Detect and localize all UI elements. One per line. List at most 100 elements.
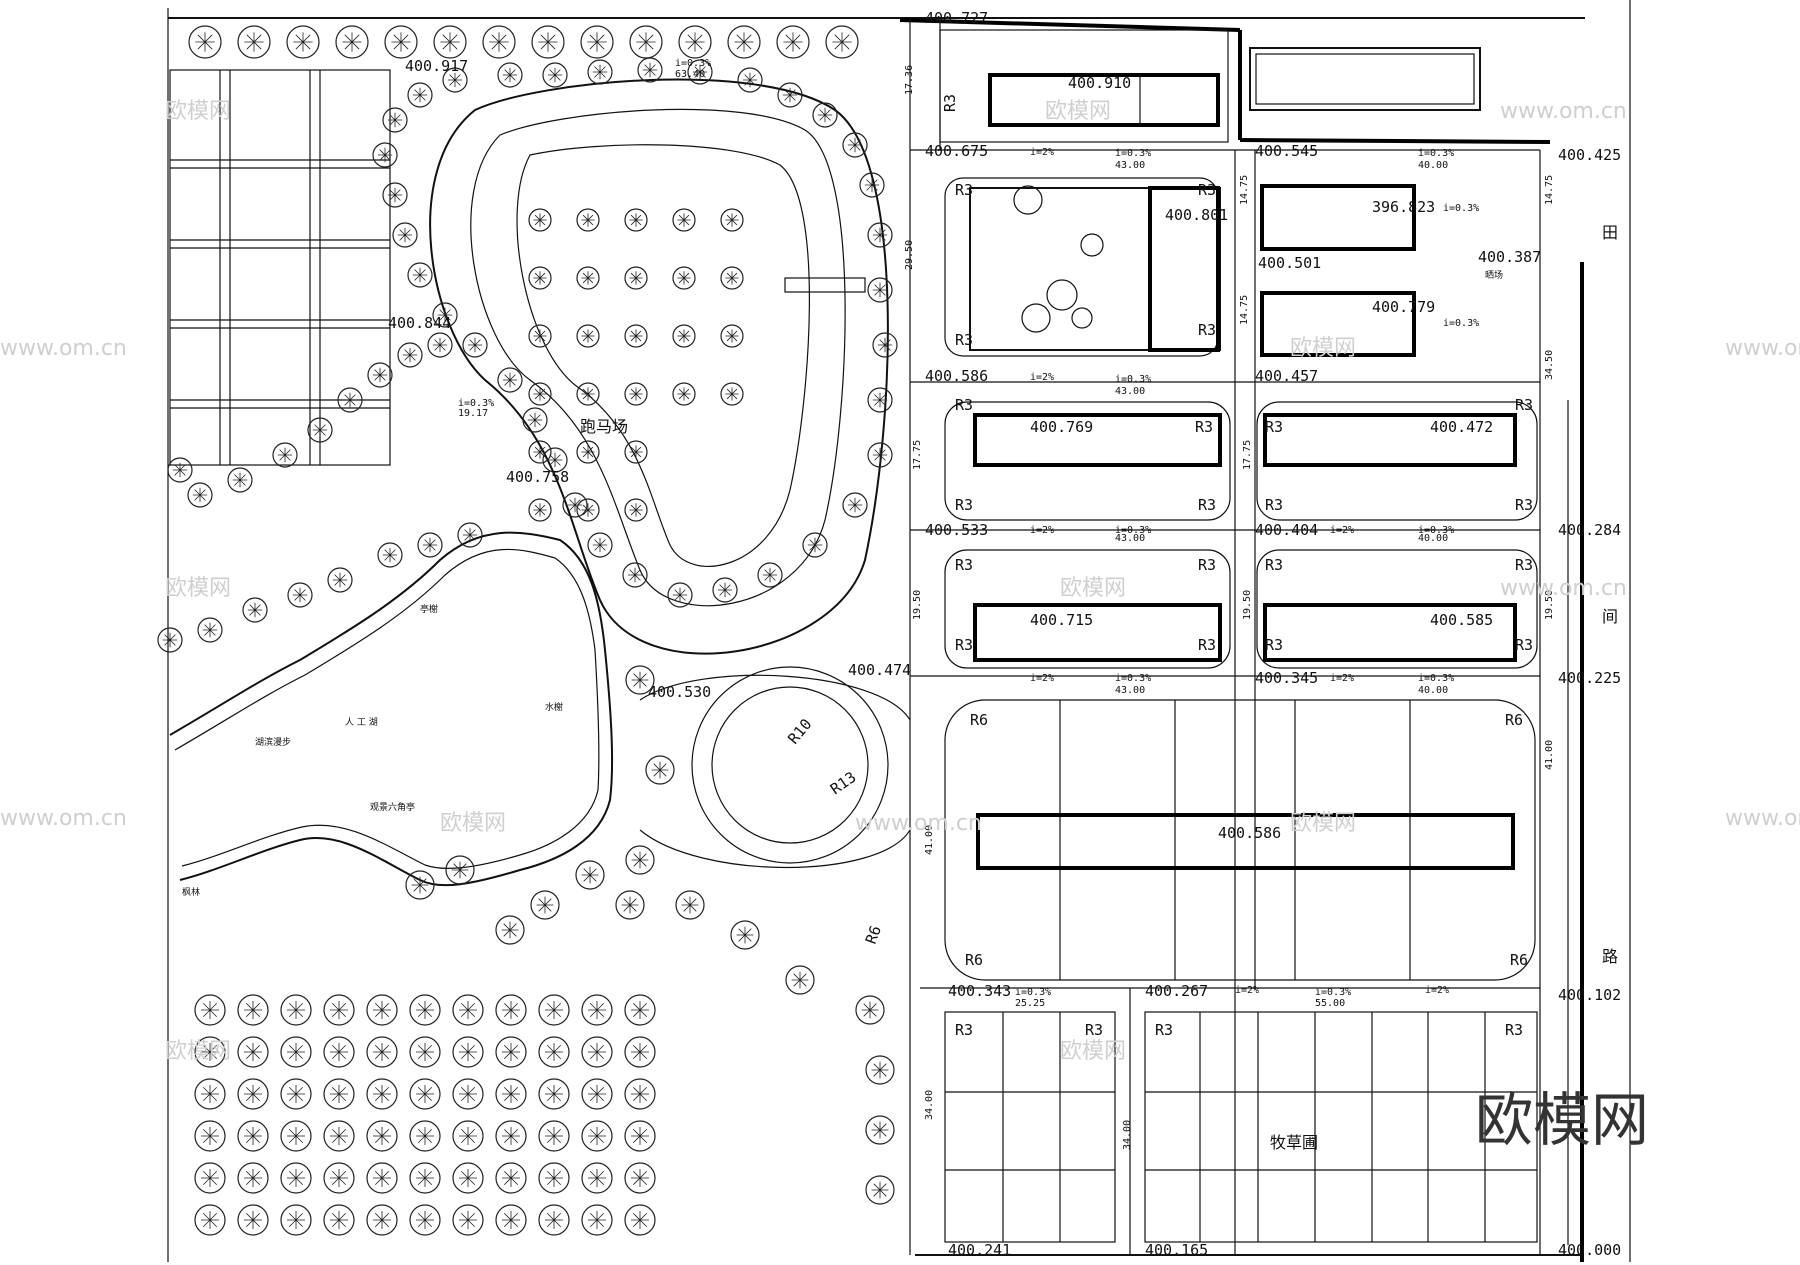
tree-icon [337, 387, 363, 413]
tree-branches [244, 1001, 262, 1019]
tree-branches [725, 213, 739, 227]
tree-canopies [157, 25, 898, 1236]
tree-icon [497, 367, 523, 393]
label-hex-pavilion: 观景六角亭 [370, 801, 415, 813]
radius-label: R3 [1265, 556, 1283, 574]
radius-label: R3 [1198, 556, 1216, 574]
tree-icon [366, 1036, 398, 1068]
tree-branches [592, 64, 608, 80]
tree-icon [197, 617, 223, 643]
tree-branches [342, 392, 358, 408]
tree-branches [373, 1169, 391, 1187]
dim-25-25: 25.25 [1015, 998, 1045, 1009]
watermark-text: www.om.cn [1725, 336, 1800, 361]
tree-icon [194, 1204, 226, 1236]
tree-icon [287, 582, 313, 608]
tree-icon [576, 440, 600, 464]
elev-400-241: 400.241 [948, 1241, 1011, 1259]
tree-icon [622, 562, 648, 588]
tree-branches [692, 64, 708, 80]
tree-icon [672, 208, 696, 232]
tree-branches [201, 1127, 219, 1145]
tree-branches [533, 445, 547, 459]
radius-label: R3 [955, 556, 973, 574]
tree-branches [629, 503, 643, 517]
tree-branches [631, 1211, 649, 1229]
tree-icon [366, 1204, 398, 1236]
elev-400-533: 400.533 [925, 521, 988, 539]
label-road-tian: 田 [1602, 223, 1618, 242]
tree-icon [576, 266, 600, 290]
elev-400-769: 400.769 [1030, 418, 1093, 436]
watermark-text: 欧模网 [1290, 336, 1356, 361]
slope-label: i=0.3% [1418, 525, 1454, 536]
tree-branches [677, 387, 691, 401]
tree-icon [855, 995, 885, 1025]
tree-branches [588, 1043, 606, 1061]
watermark-text: 欧模网 [1060, 576, 1126, 601]
tree-branches [412, 87, 428, 103]
tree-icon [237, 1120, 269, 1152]
tree-icon [280, 994, 312, 1026]
tree-icon [372, 142, 398, 168]
elev-400-284: 400.284 [1558, 521, 1621, 539]
tree-branches [629, 387, 643, 401]
label-drying-field: 晒场 [1485, 270, 1503, 281]
elev-400-586-a: 400.586 [925, 367, 988, 385]
tree-icon [366, 1078, 398, 1110]
tree-branches [447, 72, 463, 88]
tree-branches [864, 177, 880, 193]
tree-branches [459, 1043, 477, 1061]
tree-icon [672, 266, 696, 290]
tree-branches [587, 32, 607, 52]
tree-branches [533, 387, 547, 401]
tree-icon [575, 860, 605, 890]
watermark-text: www.om.cn [0, 806, 127, 831]
tree-branches [533, 503, 547, 517]
tree-branches [685, 32, 705, 52]
tree-branches [416, 1211, 434, 1229]
tree-branches [201, 1211, 219, 1229]
tree-branches [201, 1001, 219, 1019]
tree-icon [615, 890, 645, 920]
tree-branches [533, 271, 547, 285]
tree-icon [538, 1204, 570, 1236]
tree-icon [452, 1078, 484, 1110]
slope-label: i=0.3% [1115, 525, 1151, 536]
tree-branches [459, 1001, 477, 1019]
tree-branches [195, 32, 215, 52]
slope-label: i=0.3% [458, 398, 494, 409]
tree-icon [624, 324, 648, 348]
elev-400-917: 400.917 [405, 57, 468, 75]
radius-label: R3 [1515, 396, 1533, 414]
tree-icon [237, 1078, 269, 1110]
tree-icon [538, 1120, 570, 1152]
tree-icon [581, 1078, 613, 1110]
slope-label: i=2% [1330, 673, 1354, 684]
radius-label: R3 [955, 636, 973, 654]
tree-icon [624, 498, 648, 522]
tree-branches [631, 1169, 649, 1187]
tree-branches [877, 337, 893, 353]
tree-branches [232, 472, 248, 488]
tree-branches [581, 445, 595, 459]
tree-branches [387, 112, 403, 128]
tree-branches [422, 537, 438, 553]
elev-400-387: 400.387 [1478, 248, 1541, 266]
tree-icon [528, 382, 552, 406]
tree-icon [242, 597, 268, 623]
west-grid [169, 69, 391, 466]
tree-branches [621, 896, 639, 914]
tree-branches [373, 1211, 391, 1229]
tree-icon [730, 920, 760, 950]
tree-icon [482, 25, 516, 59]
watermark-text: www.om.cn [0, 336, 127, 361]
dim-43-00-c: 43.00 [1115, 533, 1145, 544]
slope-label: i=2% [1030, 147, 1054, 158]
tree-icon [495, 994, 527, 1026]
tree-icon [867, 387, 893, 413]
label-road-lu: 路 [1602, 947, 1618, 966]
tree-branches [287, 1127, 305, 1145]
tree-branches [244, 32, 264, 52]
slope-label: i=0.3% [675, 58, 711, 69]
